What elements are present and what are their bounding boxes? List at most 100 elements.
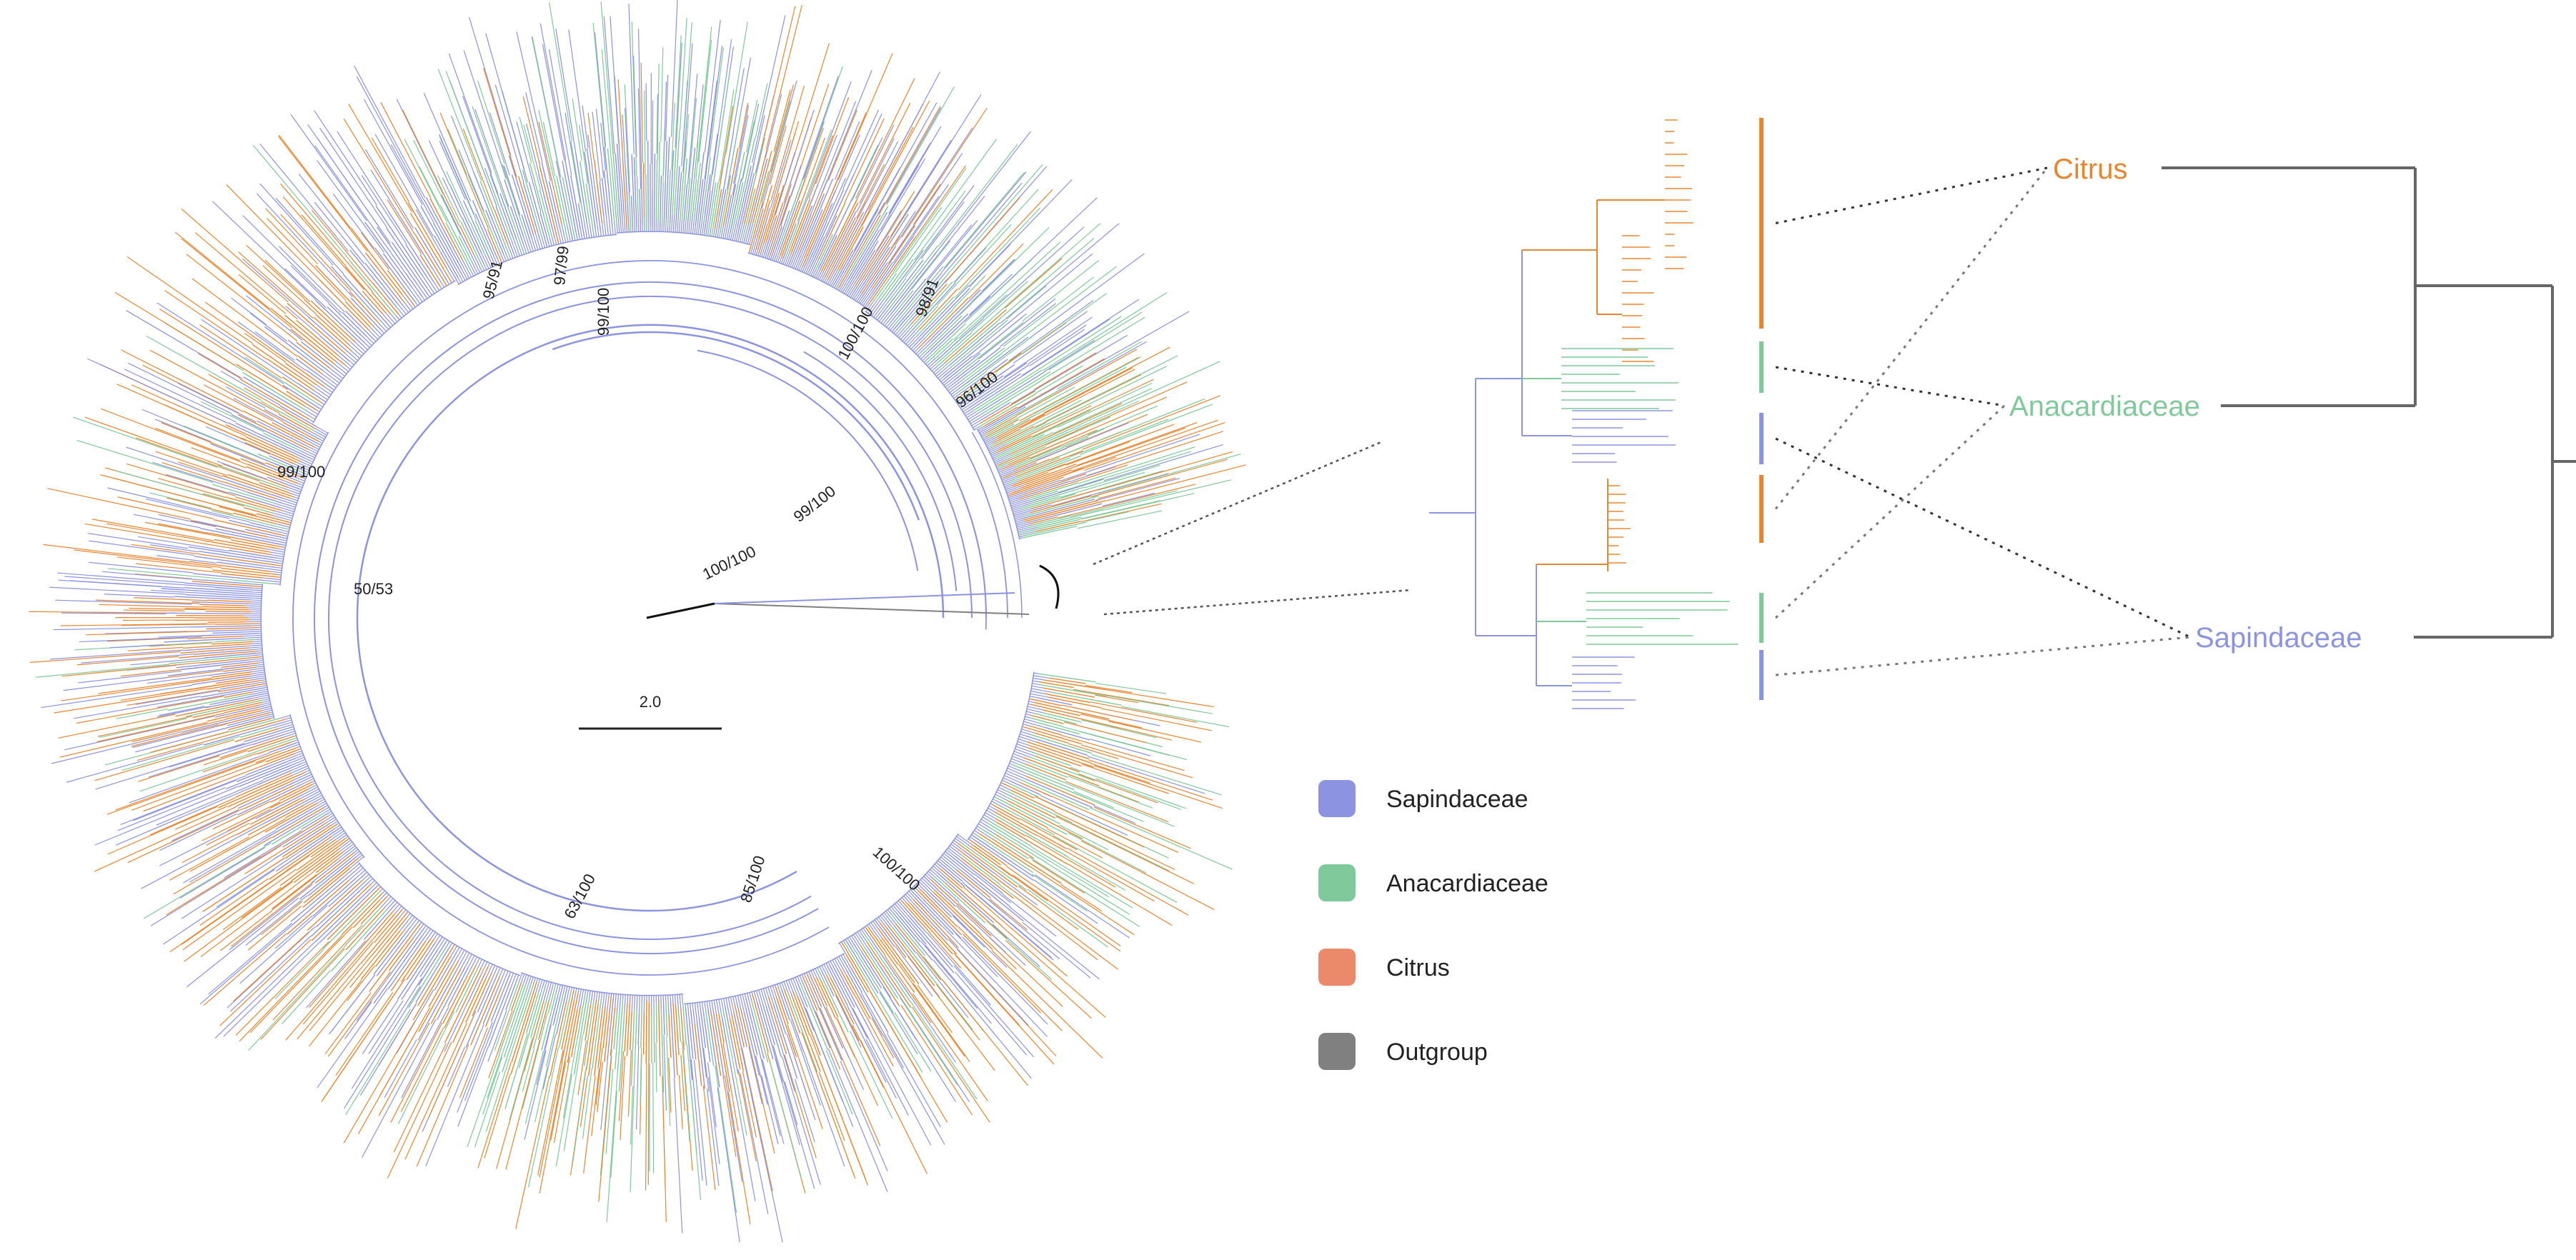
tree-branch	[496, 1071, 524, 1169]
tree-branch	[407, 202, 447, 269]
tree-branch	[722, 1043, 739, 1132]
tree-branch	[645, 83, 647, 141]
tree-branch	[1088, 759, 1213, 801]
tree-branch	[579, 124, 589, 184]
tree-branch	[1037, 697, 1073, 706]
tree-branch	[695, 45, 710, 179]
tree-branch	[592, 994, 602, 1069]
tree-branch	[752, 15, 786, 164]
tree-branch	[1023, 521, 1088, 537]
tree-branch	[655, 1003, 657, 1043]
tree-branch	[341, 892, 384, 936]
tree-branch	[836, 957, 847, 976]
tree-branch	[207, 540, 271, 553]
tree-branch	[938, 367, 951, 379]
tree-branch	[993, 390, 1059, 428]
tree-branch	[736, 137, 756, 221]
tree-branch	[895, 331, 899, 336]
tree-branch	[969, 845, 1013, 877]
tree-branch	[690, 1009, 697, 1060]
tree-branch	[630, 1049, 636, 1193]
tree-branch	[865, 141, 899, 203]
tree-branch	[945, 851, 975, 875]
tree-branch	[126, 446, 229, 481]
tree-branch	[1015, 521, 1025, 524]
tree-branch	[452, 964, 489, 1044]
tree-branch	[633, 157, 637, 228]
tree-branch	[684, 953, 845, 1005]
species-taxon-citrus: Citrus	[2053, 154, 2127, 185]
tree-branch	[252, 587, 262, 589]
tree-branch	[522, 974, 527, 989]
tree-branch	[200, 871, 315, 957]
tree-branch	[866, 941, 912, 1009]
tree-branch	[790, 1019, 821, 1106]
tree-branch	[290, 265, 329, 304]
tree-branch	[882, 314, 892, 325]
tree-branch	[804, 203, 833, 268]
tree-branch	[597, 1061, 603, 1112]
tree-branch	[314, 299, 363, 346]
tree-branch	[911, 1006, 990, 1123]
tree-branch	[316, 384, 332, 396]
tree-branch	[237, 559, 282, 566]
tree-branch	[772, 1045, 815, 1189]
tree-branch	[242, 258, 309, 317]
tree-branch	[832, 112, 867, 191]
tree-branch	[324, 401, 327, 403]
tree-branch	[445, 222, 472, 273]
tree-branch	[747, 252, 867, 309]
tree-branch	[273, 419, 319, 445]
tree-branch	[438, 134, 475, 215]
tree-branch	[847, 1006, 887, 1083]
tree-branch	[283, 498, 297, 504]
tree-branch	[652, 1062, 655, 1174]
tree-branch	[625, 108, 630, 196]
tree-branch	[323, 371, 340, 384]
tree-branch	[732, 220, 737, 241]
tree-branch	[1060, 429, 1105, 448]
tree-branch	[886, 923, 935, 986]
tree-branch	[134, 597, 208, 601]
tree-branch	[856, 164, 885, 219]
tree-branch	[637, 213, 640, 232]
tree-branch	[810, 986, 842, 1061]
tree-branch	[962, 933, 1041, 1014]
tree-branch	[601, 223, 605, 236]
tree-branch	[1010, 499, 1029, 506]
tree-branch	[247, 677, 266, 681]
tree-branch	[314, 281, 987, 954]
tree-branch	[349, 344, 362, 357]
tree-branch	[192, 675, 253, 686]
tree-branch	[862, 927, 868, 935]
tree-branch	[637, 88, 642, 189]
tree-branch	[817, 271, 822, 280]
tree-branch	[146, 335, 262, 401]
tree-branch	[225, 386, 266, 409]
tree-branch	[870, 262, 888, 288]
tree-branch	[843, 941, 868, 981]
tree-branch	[920, 201, 965, 259]
tree-branch	[257, 741, 292, 755]
tree-branch	[1057, 341, 1143, 390]
tree-branch	[788, 205, 813, 265]
tree-branch	[762, 254, 765, 258]
tree-branch	[193, 649, 253, 655]
tree-branch	[825, 974, 860, 1041]
tree-branch	[420, 921, 422, 924]
tree-branch	[821, 965, 827, 975]
tree-branch	[499, 969, 506, 985]
tree-branch	[1003, 478, 1016, 484]
tree-branch	[765, 241, 772, 259]
tree-branch	[627, 1050, 632, 1117]
tree-branch	[312, 280, 456, 424]
tree-branch	[286, 391, 317, 411]
tree-branch	[365, 252, 406, 304]
tree-branch	[810, 236, 825, 268]
tree-branch	[562, 1038, 578, 1119]
tree-branch	[663, 1034, 667, 1111]
tree-branch	[387, 1041, 452, 1179]
tree-branch	[917, 342, 931, 356]
tree-branch	[728, 184, 737, 220]
tree-branch	[800, 979, 831, 1049]
